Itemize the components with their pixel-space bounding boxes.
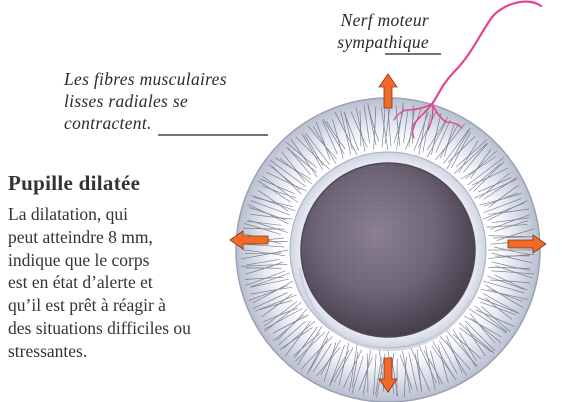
nerve-label: Nerf moteur sympathique: [259, 9, 429, 53]
pupil-desc-line-5: qu’il est prêt à réagir à: [8, 294, 268, 317]
pupil-desc-line-6: des situations difficiles ou: [8, 317, 268, 340]
fibers-label-line-2: lisses radiales se: [64, 90, 264, 112]
fibers-label: Les fibres musculaires lisses radiales s…: [64, 68, 264, 134]
pupil-description: La dilatation, qui peut atteindre 8 mm, …: [8, 203, 268, 363]
pupil-desc-line-1: La dilatation, qui: [8, 203, 268, 226]
pupil-title: Pupille dilatée: [8, 171, 140, 196]
pupil-desc-line-2: peut atteindre 8 mm,: [8, 226, 268, 249]
fibers-label-line-1: Les fibres musculaires: [64, 68, 264, 90]
pupil: [301, 163, 475, 337]
pupil-desc-line-7: stressantes.: [8, 340, 268, 363]
nerve-label-line-1: Nerf moteur: [259, 9, 429, 31]
pupil-desc-line-4: est en état d’alerte et: [8, 271, 268, 294]
nerve-label-line-2: sympathique: [259, 31, 429, 53]
fibers-label-line-3: contractent.: [64, 112, 264, 134]
pupil-desc-line-3: indique que le corps: [8, 249, 268, 272]
